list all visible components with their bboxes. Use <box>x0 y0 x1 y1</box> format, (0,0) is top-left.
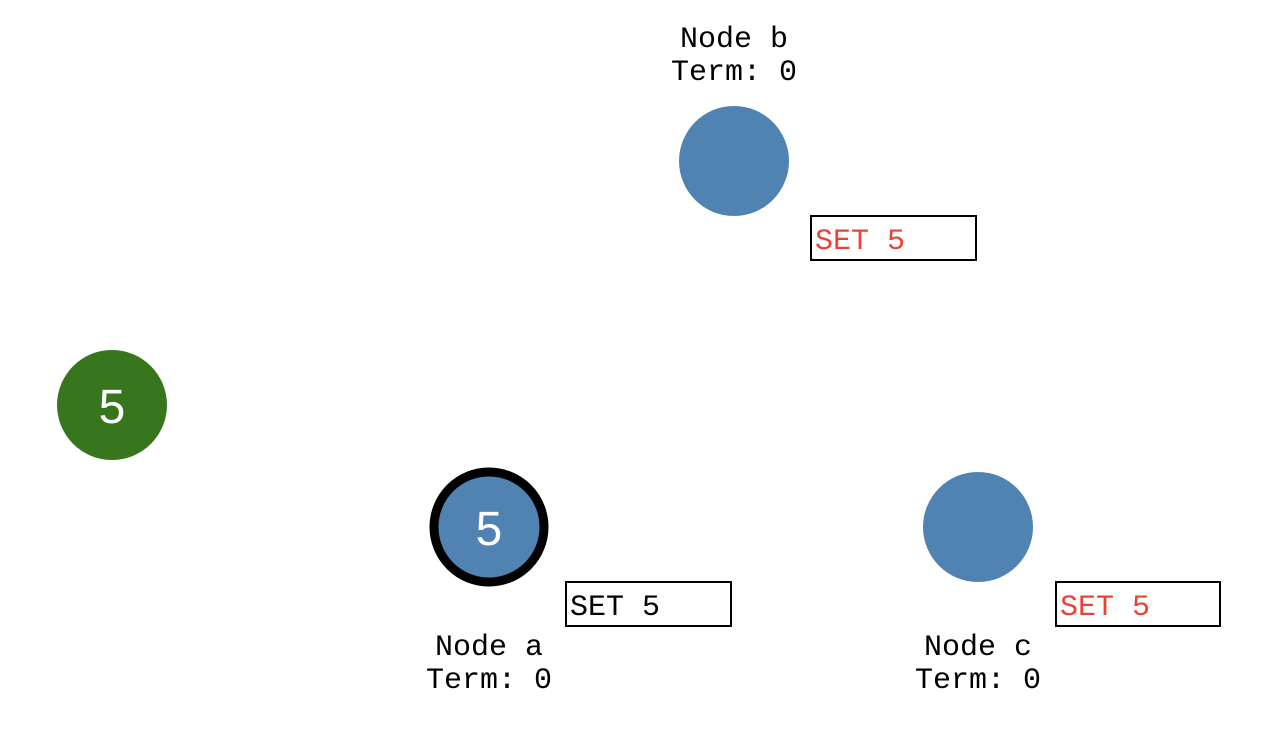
node-c-log-box <box>1055 581 1221 627</box>
node-a: 5 SET 5 Node a Term: 0 <box>426 467 732 698</box>
node-c-log: SET 5 <box>1055 581 1221 627</box>
node-b-name: Node b <box>680 23 788 57</box>
node-a-log: SET 5 <box>565 581 732 627</box>
node-b-term: Term: 0 <box>671 56 797 90</box>
node-b-log: SET 5 <box>810 215 977 261</box>
client: 5 <box>57 350 167 460</box>
node-a-log-box <box>565 581 732 627</box>
node-c-name: Node c <box>924 631 1032 665</box>
node-a-leader-ring <box>429 467 549 587</box>
node-c-log-entry: SET 5 <box>1060 591 1150 625</box>
node-a-name: Node a <box>435 631 543 665</box>
node-a-log-entry: SET 5 <box>570 591 660 625</box>
node-c-circle <box>923 472 1033 582</box>
node-b-log-entry: SET 5 <box>815 225 905 259</box>
client-value: 5 <box>99 381 126 434</box>
node-b-circle <box>679 106 789 216</box>
node-a-term: Term: 0 <box>426 664 552 698</box>
client-circle <box>57 350 167 460</box>
node-c-term: Term: 0 <box>915 664 1041 698</box>
node-c: SET 5 Node c Term: 0 <box>915 472 1221 698</box>
node-b-log-box <box>810 215 977 261</box>
node-a-value: 5 <box>476 503 503 556</box>
node-b: Node b Term: 0 SET 5 <box>671 23 977 261</box>
